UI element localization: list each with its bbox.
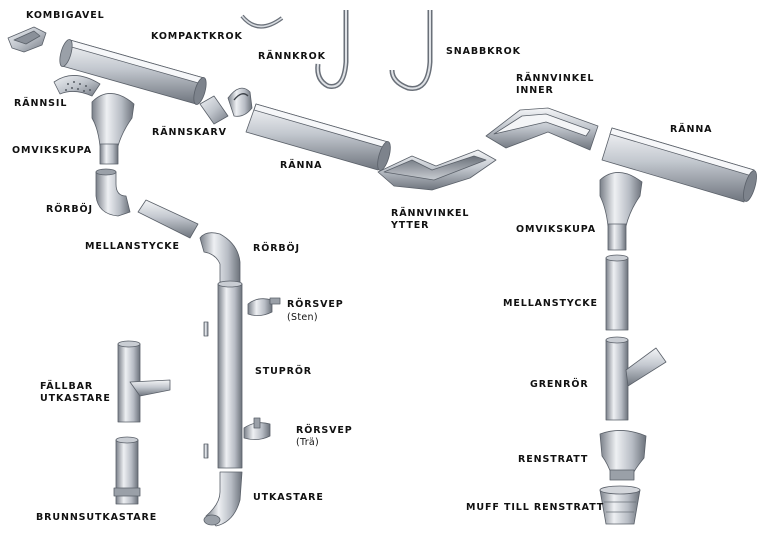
omvikskupa-left-part (91, 93, 135, 165)
label-rannvinkel-ytter-2: YTTER (391, 220, 430, 231)
label-omvikskupa-left: OMVIKSKUPA (12, 145, 92, 156)
label-rannsil: RÄNNSIL (14, 98, 68, 109)
label-ranna-middle: RÄNNA (280, 160, 323, 171)
rorboj-lower-part (199, 232, 241, 283)
label-rannvinkel-inner-1: RÄNNVINKEL (516, 73, 595, 84)
rannvinkel-ytter-part (377, 149, 497, 191)
fastener-upper (203, 321, 209, 337)
label-utkastare: UTKASTARE (253, 492, 324, 503)
label-muff: MUFF TILL RENSTRATT (466, 502, 605, 513)
label-rorsvep-tra-note: (Trä) (296, 437, 320, 448)
label-stupror: STUPRÖR (255, 366, 313, 377)
renstratt-part (599, 430, 647, 481)
label-rorsvep-tra: RÖRSVEP (296, 425, 353, 436)
fallbar-utkastare-part (117, 340, 171, 423)
label-renstratt: RENSTRATT (518, 454, 589, 465)
muff-part (599, 485, 641, 525)
fastener-lower (203, 443, 209, 459)
label-rannkrok: RÄNNKROK (258, 51, 326, 62)
label-brunnsutkastare: BRUNNSUTKASTARE (36, 512, 158, 523)
label-snabbkrok: SNABBKROK (446, 46, 521, 57)
label-fallbar-2: UTKASTARE (40, 393, 111, 404)
label-rorboj-lower: RÖRBÖJ (253, 243, 300, 254)
label-kompaktkrok: KOMPAKTKROK (151, 31, 243, 42)
label-ranna-right: RÄNNA (670, 124, 713, 135)
ranna-right-part (601, 127, 757, 203)
brunnsutkastare-part (113, 436, 141, 505)
label-rorboj-upper: RÖRBÖJ (46, 204, 93, 215)
mellanstycke-left-part (137, 199, 199, 239)
label-rannskarv: RÄNNSKARV (152, 127, 227, 138)
label-rannvinkel-ytter-1: RÄNNVINKEL (391, 208, 470, 219)
rannkrok-part (315, 10, 349, 89)
label-rorsvep-sten-note: (Sten) (287, 312, 318, 323)
ranna-middle-part (245, 103, 391, 171)
rorboj-upper-part (95, 168, 131, 217)
label-rorsvep-sten: RÖRSVEP (287, 299, 344, 310)
rannskarv-part (199, 87, 253, 125)
rorsvep-tra-part (243, 417, 271, 440)
stupror-part (217, 280, 243, 469)
rannsil-part (53, 75, 101, 97)
grenror-part (605, 336, 667, 421)
rorsvep-sten-part (247, 297, 281, 316)
snabbkrok-part (389, 10, 433, 91)
omvikskupa-right-part (599, 172, 643, 251)
label-mellanstycke-right: MELLANSTYCKE (503, 298, 598, 309)
label-grenror: GRENRÖR (530, 379, 589, 390)
label-fallbar-1: FÄLLBAR (40, 381, 94, 392)
label-rannvinkel-inner-2: INNER (516, 85, 554, 96)
kompaktkrok-part (240, 14, 284, 29)
label-kombigavel: KOMBIGAVEL (26, 10, 105, 21)
kombigavel-part (7, 26, 47, 53)
utkastare-part (203, 471, 243, 527)
rannvinkel-inner-part (485, 107, 599, 151)
label-mellanstycke-left: MELLANSTYCKE (85, 241, 180, 252)
mellanstycke-right-part (605, 254, 629, 331)
ranna-upper-left-part (59, 39, 207, 105)
label-omvikskupa-right: OMVIKSKUPA (516, 224, 596, 235)
